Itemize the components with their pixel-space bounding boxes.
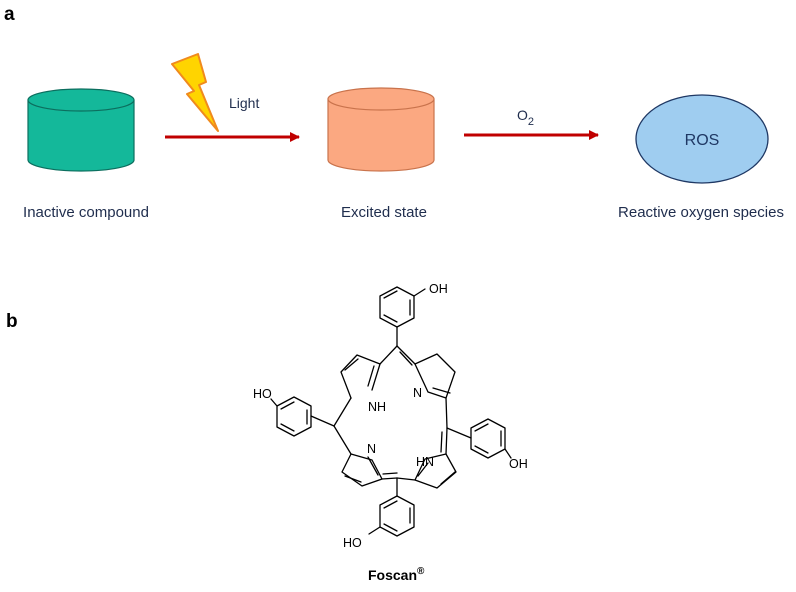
atom-nh-left: NH [368,400,386,414]
ros-label: ROS [685,132,720,149]
atom-n-upper-right: N [413,386,422,400]
panel-b-label: b [6,311,18,332]
inactive-compound-cylinder [27,88,135,172]
oxygen-label: O2 [517,107,534,128]
inactive-compound-caption: Inactive compound [23,204,149,221]
atom-hn-lower-right: HN [416,455,434,469]
atom-ho-bottom: HO [343,536,362,550]
atom-oh-top: OH [429,282,448,296]
atom-oh-right: OH [509,457,528,471]
ros-ellipse [635,94,769,184]
foscan-structure [270,286,512,537]
atom-n-lower-left: N [367,442,376,456]
light-label: Light [229,95,259,111]
excited-state-caption: Excited state [341,204,427,221]
excited-state-cylinder [327,87,435,172]
compound-name: Foscan® [368,566,425,583]
ros-caption: Reactive oxygen species [618,204,784,221]
atom-ho-left: HO [253,387,272,401]
lightning-bolt-icon [171,53,219,132]
panel-a-label: a [4,4,15,25]
